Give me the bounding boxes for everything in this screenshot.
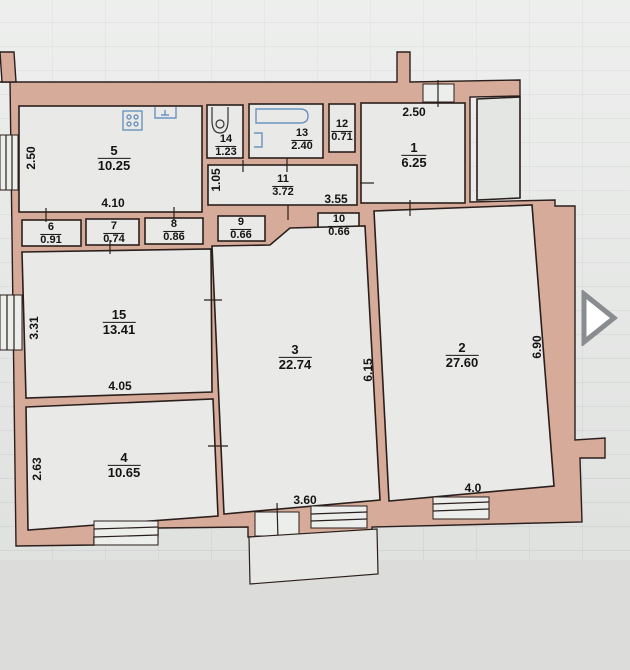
room-7 bbox=[85, 218, 140, 246]
toilet-icon bbox=[211, 107, 229, 134]
exterior-notch bbox=[476, 96, 521, 201]
next-arrow-icon[interactable] bbox=[580, 290, 620, 346]
room-label-1: 1 6.25 bbox=[401, 139, 427, 170]
room-label-6: 6 0.91 bbox=[40, 220, 62, 246]
room-label-12: 12 0.71 bbox=[331, 117, 353, 143]
rooms bbox=[18, 96, 555, 531]
dim-room15-height: 3.31 bbox=[27, 316, 41, 340]
kitchen-sink-icon bbox=[154, 107, 177, 119]
room-label-7: 7 0.74 bbox=[103, 219, 125, 245]
room-label-5: 5 10.25 bbox=[97, 142, 131, 173]
room-label-13: 13 2.40 bbox=[291, 126, 313, 152]
room-label-3: 3 22.74 bbox=[278, 341, 312, 372]
window-left-kitchen bbox=[0, 134, 19, 191]
room-13 bbox=[248, 103, 324, 159]
dim-room3-height: 6.15 bbox=[361, 358, 375, 382]
dim-corridor11-width: 3.55 bbox=[324, 192, 348, 206]
room-label-9: 9 0.66 bbox=[230, 215, 252, 241]
bath-sink-icon bbox=[254, 132, 263, 148]
dim-room2-height: 6.90 bbox=[530, 335, 544, 359]
room-2 bbox=[373, 204, 555, 502]
balcony bbox=[248, 528, 379, 585]
room-label-11: 11 3.72 bbox=[272, 172, 294, 198]
room-6 bbox=[21, 219, 82, 247]
room-15 bbox=[21, 248, 213, 399]
room-4 bbox=[25, 398, 219, 531]
window-left-room15 bbox=[0, 294, 23, 351]
room-9 bbox=[217, 215, 266, 242]
bathtub-icon bbox=[255, 108, 309, 124]
window-bottom-room2 bbox=[432, 496, 490, 520]
room-label-15: 15 13.41 bbox=[102, 306, 136, 337]
room-label-2: 2 27.60 bbox=[445, 339, 479, 370]
room-12 bbox=[328, 103, 356, 153]
dim-corridor11-height: 1.05 bbox=[209, 168, 223, 192]
dim-room4-height: 2.63 bbox=[30, 457, 44, 481]
room-label-4: 4 10.65 bbox=[107, 449, 141, 480]
fixtures bbox=[122, 107, 309, 148]
window-bottom-room4 bbox=[93, 520, 159, 546]
dim-room2-width: 4.0 bbox=[464, 481, 482, 495]
room-label-8: 8 0.86 bbox=[163, 217, 185, 243]
room-11 bbox=[207, 164, 358, 206]
room-label-10: 10 0.66 bbox=[328, 212, 350, 238]
room-label-14: 14 1.23 bbox=[215, 132, 237, 158]
room-3 bbox=[211, 225, 381, 515]
dim-room15-width: 4.05 bbox=[108, 379, 132, 393]
dim-room3-width: 3.60 bbox=[293, 493, 317, 507]
openings bbox=[0, 80, 490, 585]
dim-room5-width: 4.10 bbox=[101, 196, 125, 210]
room-5 bbox=[18, 105, 203, 213]
window-bottom-room3 bbox=[310, 505, 368, 529]
dim-room1-width: 2.50 bbox=[402, 105, 426, 119]
room-1 bbox=[360, 102, 466, 204]
stove-icon bbox=[122, 110, 143, 131]
dim-room5-height: 2.50 bbox=[24, 146, 38, 170]
